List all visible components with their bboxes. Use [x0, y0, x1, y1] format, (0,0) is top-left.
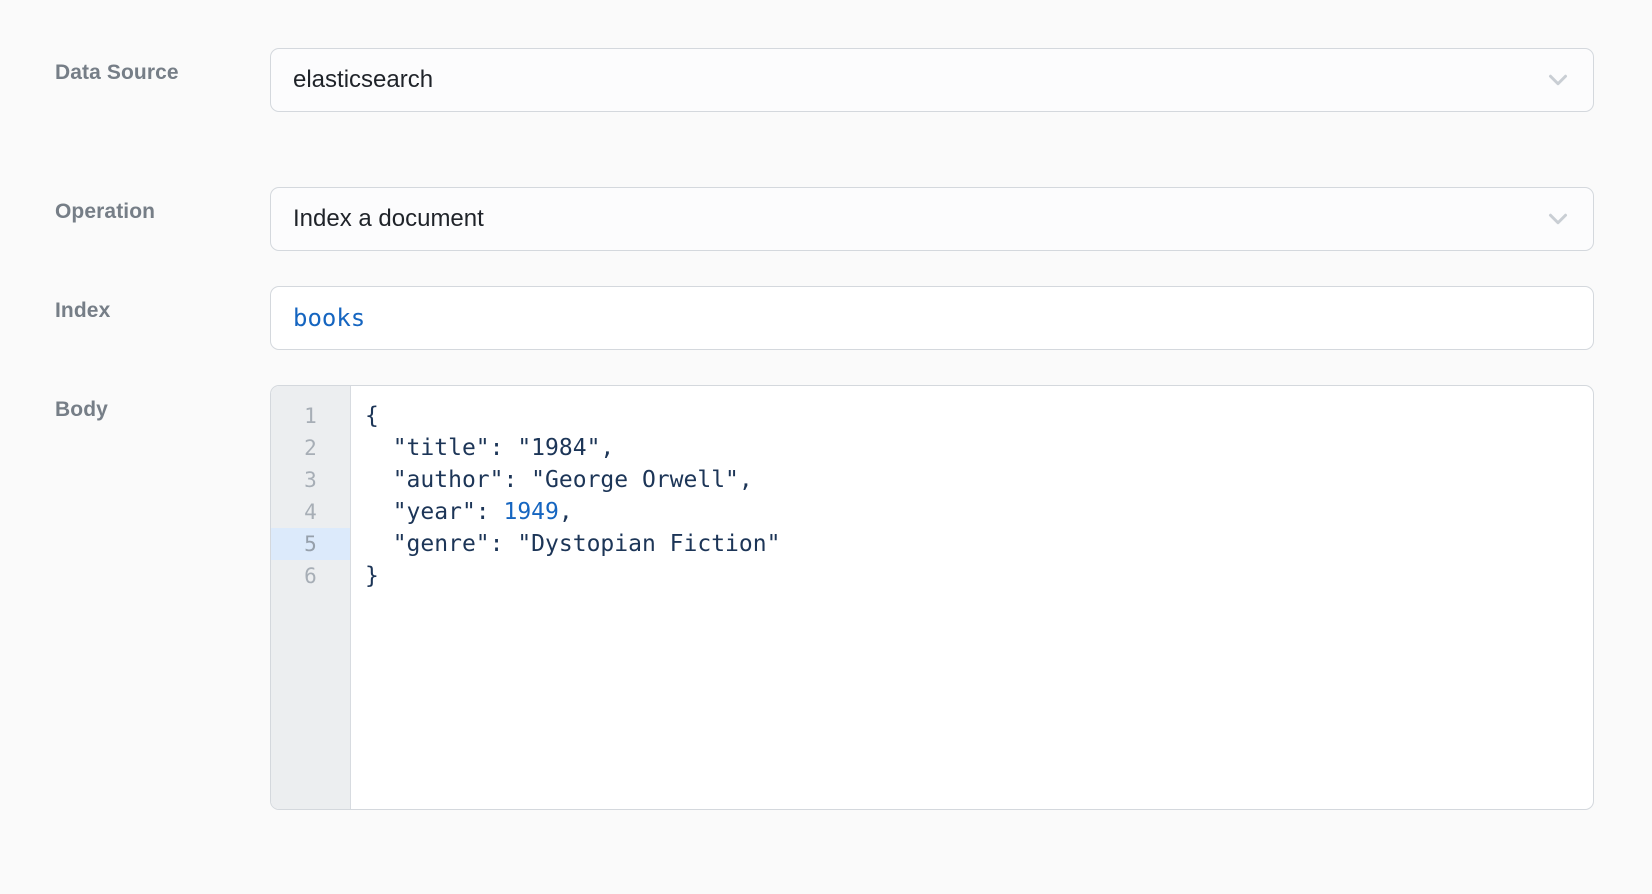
data-source-value: elasticsearch — [293, 66, 434, 93]
body-control: 1 2 3 4 5 6 { "title": "1984", "author": "Geo… — [270, 385, 1594, 810]
code-token-number: 1949 — [503, 499, 559, 525]
operation-label: Operation — [55, 200, 156, 223]
code-token-text: "genre": "Dystopian Fiction" — [392, 531, 781, 557]
body-label: Body — [55, 398, 108, 421]
chevron-down-icon[interactable] — [1543, 204, 1573, 234]
code-token-text: , — [558, 499, 573, 525]
index-label: Index — [55, 299, 111, 322]
index-input[interactable]: books — [270, 286, 1594, 350]
body-code-editor[interactable]: 1 2 3 4 5 6 { "title": "1984", "author": "Geo… — [270, 385, 1594, 810]
operation-control: Index a document — [270, 187, 1594, 251]
code-token-text: "author": "George Orwell", — [392, 467, 753, 493]
data-source-select[interactable]: elasticsearch — [270, 48, 1594, 112]
operation-select[interactable]: Index a document — [270, 187, 1594, 251]
code-line: "year": 1949, — [365, 496, 1593, 528]
code-token-text: "year": — [392, 499, 504, 525]
field-row-index: Index books — [0, 286, 1594, 350]
field-row-data-source: Data Source elasticsearch — [0, 48, 1594, 112]
gutter-line-number: 3 — [304, 468, 317, 492]
operation-value: Index a document — [293, 205, 484, 232]
code-line: "genre": "Dystopian Fiction" — [365, 528, 1593, 560]
data-source-control: elasticsearch — [270, 48, 1594, 112]
code-token-text: "title": "1984", — [392, 435, 615, 461]
chevron-down-icon[interactable] — [1543, 65, 1573, 95]
code-line: "author": "George Orwell", — [365, 464, 1593, 496]
editor-line-number-gutter: 1 2 3 4 5 6 — [271, 386, 351, 809]
field-row-operation: Operation Index a document — [0, 187, 1594, 251]
field-row-body: Body 1 2 3 4 5 6 { "title": "1984", "author":… — [0, 385, 1594, 810]
code-line: } — [365, 560, 1593, 592]
index-input-value: books — [293, 304, 366, 332]
code-line: "title": "1984", — [365, 432, 1593, 464]
gutter-line-number: 6 — [304, 564, 317, 588]
gutter-line-number: 1 — [304, 404, 317, 428]
data-source-label: Data Source — [55, 61, 179, 84]
gutter-line-number: 2 — [304, 436, 317, 460]
code-line: { — [365, 400, 1593, 432]
code-token-punct: } — [365, 563, 379, 589]
index-control: books — [270, 286, 1594, 350]
gutter-line-number: 5 — [271, 528, 350, 560]
gutter-line-number: 4 — [304, 500, 317, 524]
editor-code-area[interactable]: { "title": "1984", "author": "George Orw… — [351, 386, 1593, 809]
code-token-punct: { — [365, 403, 379, 429]
